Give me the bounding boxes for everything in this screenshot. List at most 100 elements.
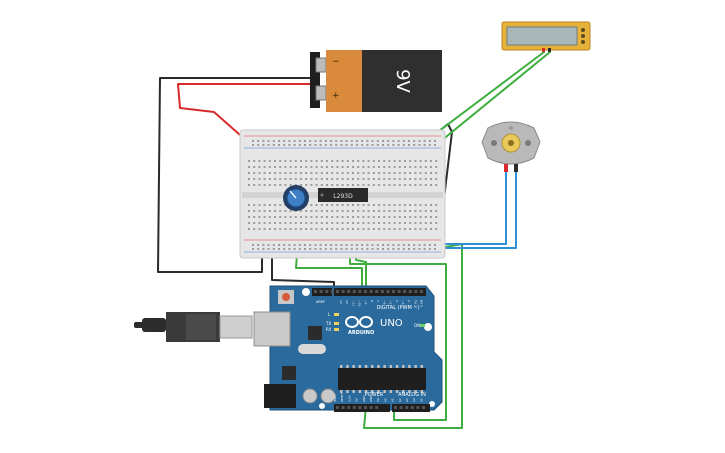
breadboard-hole	[331, 184, 334, 186]
header-pin[interactable]	[352, 406, 356, 409]
breadboard-hole	[367, 222, 370, 224]
lcd-display[interactable]	[501, 21, 591, 52]
reset-button[interactable]	[282, 293, 290, 301]
header-pin[interactable]	[399, 406, 403, 409]
header-pin[interactable]	[341, 290, 345, 293]
atmega-pins	[340, 365, 424, 393]
breadboard-hole	[367, 228, 370, 230]
header-pin[interactable]	[325, 290, 329, 293]
header-pin[interactable]	[352, 290, 356, 293]
breadboard-hole	[289, 222, 292, 224]
breadboard-hole	[320, 160, 323, 162]
arduino-usb-port[interactable]	[253, 311, 291, 347]
breadboard-hole	[268, 160, 271, 162]
lcd-button-2[interactable]	[581, 34, 585, 38]
usb-cable[interactable]	[134, 312, 253, 342]
header-pin[interactable]	[408, 290, 412, 293]
breadboard-rail-hole	[309, 144, 312, 146]
chip-pin	[383, 390, 386, 393]
header-pin[interactable]	[347, 406, 351, 409]
digital-header[interactable]	[334, 288, 426, 296]
breadboard-hole	[258, 210, 261, 212]
breadboard-rail-hole	[252, 144, 254, 146]
breadboard-hole	[409, 210, 412, 212]
header-pin[interactable]	[416, 406, 420, 409]
arduino-dc-jack[interactable]	[264, 384, 296, 408]
battery-9v[interactable]: − + 9V	[310, 50, 442, 112]
breadboard-rail-hole	[298, 144, 301, 146]
l293d-driver-ic[interactable]: L293D	[318, 188, 368, 202]
lcd-button-1[interactable]	[581, 28, 585, 32]
breadboard-hole	[367, 184, 370, 186]
breadboard-hole	[336, 184, 339, 186]
header-pin[interactable]	[397, 290, 401, 293]
header-pin[interactable]	[330, 290, 334, 293]
header-pin[interactable]	[358, 406, 362, 409]
breadboard-rail-hole	[418, 144, 421, 146]
battery-terminal-positive[interactable]	[315, 85, 327, 101]
header-pin[interactable]	[380, 290, 384, 293]
breadboard-hole	[378, 178, 380, 180]
breadboard-hole	[409, 228, 412, 230]
header-pin[interactable]	[347, 290, 351, 293]
breadboard-hole	[435, 178, 438, 180]
breadboard-hole	[274, 172, 276, 174]
header-pin[interactable]	[336, 406, 339, 409]
dc-motor[interactable]	[481, 121, 541, 172]
header-pin[interactable]	[341, 406, 345, 409]
header-pin[interactable]	[369, 406, 373, 409]
power-header[interactable]	[334, 404, 390, 412]
breadboard-hole	[414, 216, 417, 218]
motor-terminal-2[interactable]	[514, 164, 518, 172]
breadboard-hole	[248, 222, 250, 224]
breadboard-hole	[279, 216, 282, 218]
bottom-pin-label: IOREF	[333, 393, 337, 402]
header-pin[interactable]	[319, 290, 323, 293]
header-pin[interactable]	[405, 406, 409, 409]
header-pin[interactable]	[414, 290, 418, 293]
header-pin[interactable]	[358, 290, 362, 293]
header-pin[interactable]	[392, 290, 395, 293]
header-pin[interactable]	[410, 406, 414, 409]
breadboard-hole	[393, 166, 396, 168]
breadboard-hole	[320, 228, 323, 230]
wire-analog-1[interactable]	[363, 243, 463, 429]
breadboard-hole	[341, 172, 344, 174]
breadboard-hole	[294, 184, 297, 186]
breadboard-hole	[383, 184, 386, 186]
header-pin[interactable]	[364, 290, 367, 293]
motor-terminal-1[interactable]	[504, 164, 508, 172]
led-tx-label: TX	[325, 321, 331, 326]
header-pin[interactable]	[375, 290, 379, 293]
breadboard-rail-hole	[434, 144, 436, 146]
breadboard-hole	[341, 204, 344, 206]
breadboard-hole	[268, 184, 271, 186]
header-pin[interactable]	[422, 406, 425, 409]
breadboard-hole	[326, 160, 328, 162]
header-pin[interactable]	[386, 290, 390, 293]
wire-battery-negative[interactable]	[157, 77, 319, 273]
lcd-button-3[interactable]	[581, 40, 585, 44]
header-pin[interactable]	[364, 406, 367, 409]
battery-terminal-negative[interactable]	[315, 57, 327, 73]
breadboard-hole	[414, 178, 417, 180]
header-pin[interactable]	[369, 290, 373, 293]
breadboard-rail-hole	[340, 244, 343, 246]
header-pin[interactable]	[314, 290, 317, 293]
header-pin[interactable]	[375, 406, 379, 409]
potentiometer[interactable]	[283, 185, 309, 211]
bottom-pin-label: A4	[412, 398, 416, 402]
header-pin[interactable]	[336, 290, 339, 293]
header-pin[interactable]	[403, 290, 407, 293]
breadboard-rail-hole	[335, 244, 338, 246]
header-pin[interactable]	[394, 406, 397, 409]
breadboard-hole	[300, 228, 302, 230]
wire-analog-2[interactable]	[349, 247, 447, 421]
breadboard-hole	[305, 216, 308, 218]
breadboard-rail-hole	[418, 248, 421, 250]
header-pin[interactable]	[420, 290, 423, 293]
breadboard-hole	[372, 210, 375, 212]
wire-battery-positive[interactable]	[177, 83, 319, 143]
